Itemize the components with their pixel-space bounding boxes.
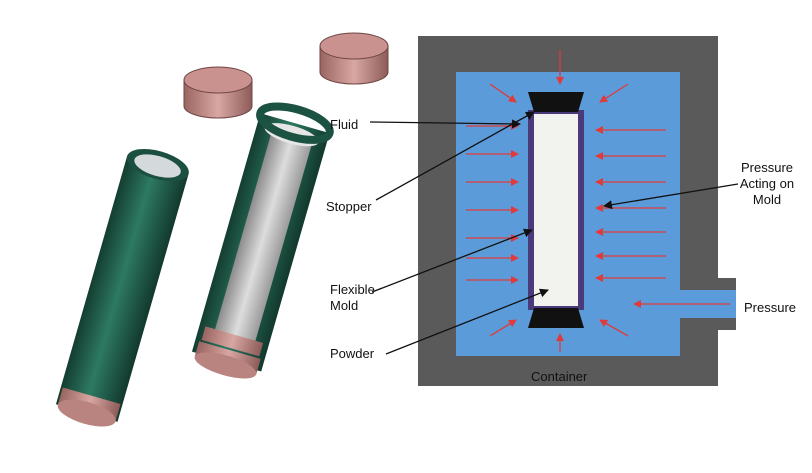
end-cap-2 [319, 32, 389, 85]
label-powder: Powder [330, 346, 375, 361]
leader-lines [369, 111, 739, 355]
stopper-bottom [528, 308, 584, 328]
stopper-top [528, 92, 584, 112]
powder-fill [534, 114, 578, 306]
label-pressure-inlet: Pressure [744, 300, 797, 315]
fluid-chamber [456, 72, 736, 356]
flexible-mold-tube [55, 148, 189, 427]
label-stopper: Stopper [326, 199, 372, 214]
label-pressure-acting-line2: Acting on [739, 176, 795, 191]
label-pressure-acting-line1: Pressure [740, 160, 794, 175]
pressure-arrows [466, 50, 730, 352]
label-flexible-mold-line2: Mold [330, 298, 359, 313]
label-container: Container [531, 369, 588, 384]
label-fluid: Fluid [330, 117, 359, 132]
label-pressure-acting-line3: Mold [752, 192, 782, 207]
label-flexible-mold-line1: Flexible [330, 282, 375, 297]
cutaway-mold-tube [191, 102, 334, 379]
isostatic-press-schematic [369, 36, 739, 386]
left-illustration [55, 32, 389, 427]
end-cap-1 [183, 66, 253, 119]
